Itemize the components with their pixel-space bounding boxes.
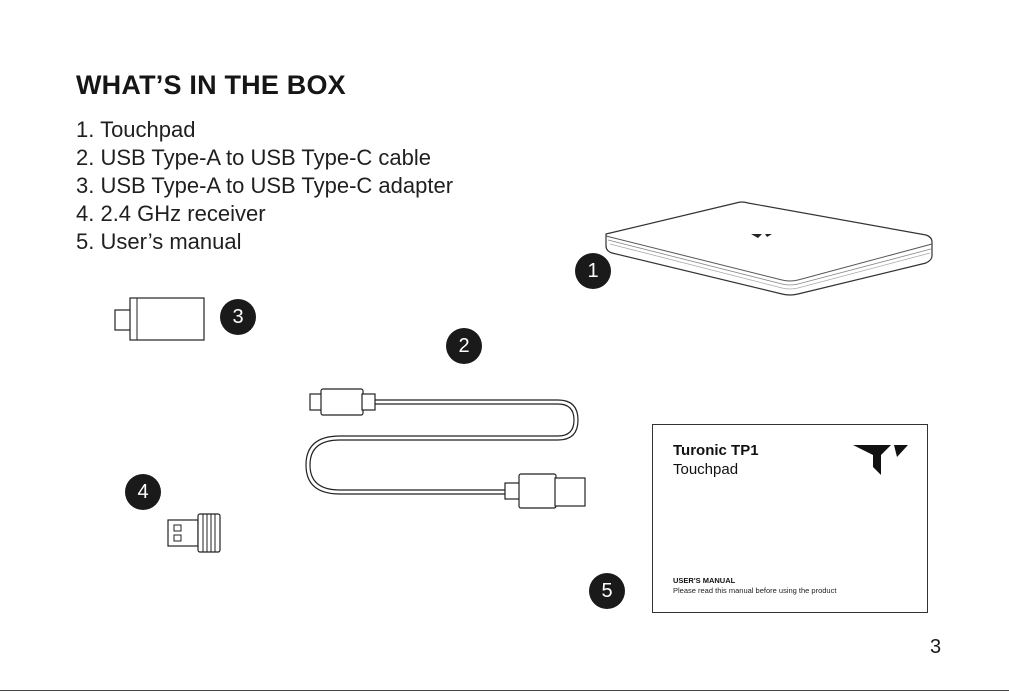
list-item: 3. USB Type-A to USB Type-C adapter bbox=[76, 172, 453, 200]
callout-1-badge: 1 bbox=[575, 253, 611, 289]
manual-note: Please read this manual before using the… bbox=[673, 586, 836, 595]
page-number: 3 bbox=[930, 636, 941, 659]
usb-adapter-illustration bbox=[110, 294, 210, 346]
brand-logo-icon bbox=[853, 443, 913, 479]
callout-4-badge: 4 bbox=[125, 474, 161, 510]
manual-title: USER'S MANUAL bbox=[673, 576, 735, 585]
list-item: 1. Touchpad bbox=[76, 116, 453, 144]
callout-3-badge: 3 bbox=[220, 299, 256, 335]
list-item: 4. 2.4 GHz receiver bbox=[76, 200, 453, 228]
manual-brand: Turonic TP1 bbox=[673, 442, 759, 459]
callout-2-badge: 2 bbox=[446, 328, 482, 364]
list-item: 2. USB Type-A to USB Type-C cable bbox=[76, 144, 453, 172]
callout-5-badge: 5 bbox=[589, 573, 625, 609]
contents-list: 1. Touchpad 2. USB Type-A to USB Type-C … bbox=[76, 116, 453, 256]
footer-divider bbox=[0, 690, 1009, 691]
receiver-illustration bbox=[166, 512, 226, 554]
list-item: 5. User’s manual bbox=[76, 228, 453, 256]
page-title: WHAT’S IN THE BOX bbox=[76, 70, 346, 101]
manual-product: Touchpad bbox=[673, 461, 738, 478]
touchpad-illustration bbox=[600, 196, 940, 300]
usb-cable-illustration bbox=[300, 384, 590, 514]
manual-cover: Turonic TP1 Touchpad USER'S MANUAL Pleas… bbox=[652, 424, 928, 613]
